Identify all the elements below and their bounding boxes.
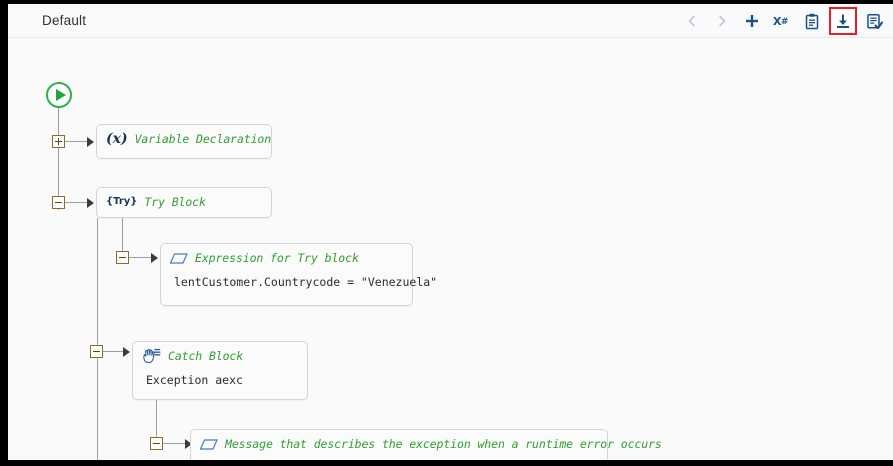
arrow-to-try <box>87 198 94 208</box>
variable-icon: (x) <box>106 131 128 147</box>
nav-back-icon[interactable] <box>679 8 705 34</box>
toolbar-divider <box>8 37 893 38</box>
connector-to-catch <box>98 351 126 352</box>
parallelogram-icon <box>200 438 218 450</box>
clipboard-icon[interactable] <box>799 8 825 34</box>
node-variable-declaration[interactable]: (x) Variable Declaration <box>96 124 272 159</box>
tab-default[interactable]: Default <box>20 4 109 40</box>
connector-trunk-main <box>58 108 59 210</box>
node-try-expression-title: Expression for Try block <box>195 251 359 265</box>
top-bar: Default <box>8 4 893 40</box>
svg-text:X: X <box>773 15 782 28</box>
node-variable-declaration-title: Variable Declaration <box>134 132 272 146</box>
connector-to-vardecl <box>59 141 89 142</box>
arrow-to-msg <box>185 439 192 449</box>
toolbar: X # <box>677 4 889 38</box>
node-catch-block-header: Catch Block <box>133 342 307 364</box>
node-exception-message[interactable]: Message that describes the exception whe… <box>190 429 662 460</box>
play-icon <box>55 89 66 101</box>
node-exception-message-header: Message that describes the exception whe… <box>191 430 662 452</box>
add-icon[interactable] <box>739 8 765 34</box>
toggle-tryexpr[interactable] <box>116 251 129 264</box>
tab-default-label: Default <box>42 13 87 28</box>
nav-forward-icon[interactable] <box>709 8 735 34</box>
flow-canvas[interactable]: (x) Variable Declaration {Try} Try Block <box>8 38 893 460</box>
parallelogram-icon <box>170 252 188 264</box>
node-exception-message-title: Message that describes the exception whe… <box>225 437 662 451</box>
catch-hand-icon <box>142 348 161 365</box>
xsharp-icon[interactable]: X # <box>769 8 795 34</box>
connector-to-msg <box>157 443 187 444</box>
toggle-vardecl[interactable] <box>52 135 65 148</box>
toggle-try[interactable] <box>52 196 65 209</box>
node-catch-block-body: Exception aexc <box>146 373 243 387</box>
node-variable-declaration-header: (x) Variable Declaration <box>97 125 271 147</box>
node-catch-block-title: Catch Block <box>168 349 244 363</box>
node-catch-block[interactable]: Catch Block Exception aexc <box>132 341 308 400</box>
toggle-catch[interactable] <box>90 345 103 358</box>
toggle-msg[interactable] <box>150 437 163 450</box>
node-try-block-title: Try Block <box>144 195 206 209</box>
node-try-expression[interactable]: Expression for Try block lentCustomer.Co… <box>160 243 438 306</box>
node-try-expression-body: lentCustomer.Countrycode = "Venezuela" <box>174 275 438 289</box>
arrow-to-catch <box>123 347 130 357</box>
node-try-block[interactable]: {Try} Try Block <box>96 187 272 218</box>
try-icon: {Try} <box>106 196 138 207</box>
connector-to-try <box>59 202 89 203</box>
connector-tryexpr-drop <box>122 218 123 257</box>
download-icon[interactable] <box>829 7 857 35</box>
connector-to-tryexpr <box>123 257 153 258</box>
node-try-expression-header: Expression for Try block <box>161 244 412 266</box>
document-check-icon[interactable] <box>861 8 887 34</box>
node-try-block-header: {Try} Try Block <box>97 188 271 210</box>
node-exception-message-body: lstrMessage = aexc.Message <box>191 452 607 460</box>
svg-text:#: # <box>781 17 789 27</box>
arrow-to-tryexpr <box>151 253 158 263</box>
connector-msg-drop <box>156 400 157 443</box>
editor-page: Default <box>8 4 893 460</box>
connector-try-rail <box>97 218 98 460</box>
start-node[interactable] <box>46 82 72 108</box>
arrow-to-vardecl <box>87 137 94 147</box>
